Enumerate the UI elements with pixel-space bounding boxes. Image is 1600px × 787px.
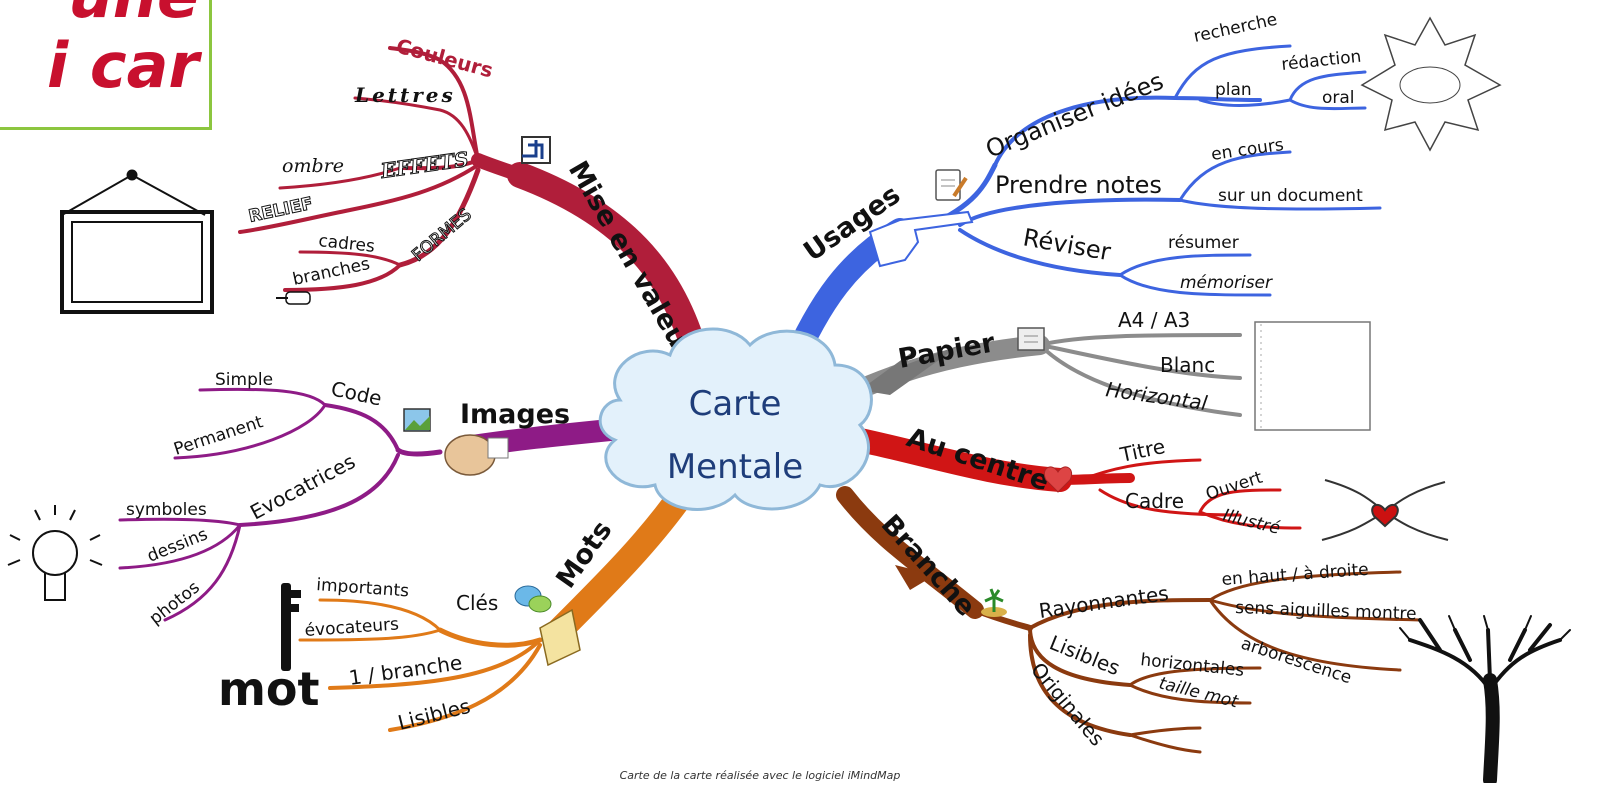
label-blanc: Blanc [1160,353,1215,377]
branch-label-branche: Branche [875,509,982,623]
label-plan: plan [1215,80,1252,100]
label-horizontal: Horizontal [1104,377,1209,415]
label-illustre: Illustré [1221,505,1282,538]
label-recherche: recherche [1192,10,1279,47]
document-icon [1017,327,1045,351]
label-arborescence: arborescence [1238,634,1353,689]
label-evocatrices: Evocatrices [246,449,359,524]
label-oral: oral [1322,88,1355,108]
branch-mots [298,477,698,732]
label-evocateurs: évocateurs [304,614,400,641]
title-line-1: une [69,0,199,27]
mot-word: mot [218,662,320,716]
title-line-2: i car [46,29,199,102]
picture-frame-icon [60,169,214,314]
star-question-icon [1360,16,1502,152]
label-en-cours: en cours [1210,135,1285,165]
label-prendre-notes: Prendre notes [995,171,1162,199]
label-relief: RELIEF [247,194,315,227]
branch-label-mise-en-valeur: Mise en valeur [562,156,701,365]
key-icon [281,583,301,671]
branch-label-images: Images [460,399,570,430]
crop-icon [521,136,551,164]
label-lisibles-mots: Lisibles [395,694,472,735]
pointing-hand-icon [868,210,974,268]
label-sur-un-document: sur un document [1218,186,1363,206]
label-cles: Clés [456,591,498,615]
central-cloud: Carte Mentale [598,327,873,511]
pointing-hand-icon [276,291,311,305]
label-a4-a3: A4 / A3 [1118,308,1190,332]
label-en-haut-a-droite: en haut / à droite [1221,560,1369,590]
label-couleurs: Couleurs [394,34,496,83]
branch-images [118,387,621,622]
island-icon [981,588,1007,617]
label-symboles: symboles [126,500,207,520]
label-resumer: résumer [1168,233,1239,253]
label-formes: FORMES [408,205,475,266]
title-box: une i car [0,0,212,130]
label-lettres: Lettres [354,83,456,107]
label-redaction: rédaction [1280,47,1362,75]
speech-bubbles-icon [514,585,552,613]
label-reviser: Réviser [1021,223,1113,266]
papier-arrow [860,345,960,395]
credit-text: Carte de la carte réalisée avec le logic… [620,769,901,782]
label-cadre: Cadre [1125,489,1184,513]
label-ouvert: Ouvert [1203,468,1265,505]
label-sens-aiguilles-montre: sens aiguilles montre [1235,598,1417,624]
picture-icon [403,408,431,432]
brush-hand-icon [444,434,509,476]
label-ombre: ombre [282,155,344,177]
label-organiser-idees: Organiser idées [982,67,1168,164]
center-title-line2: Mentale [667,447,803,487]
notepad-icon [935,169,968,201]
heart-icon [1044,466,1072,493]
label-rayonnantes: Rayonnantes [1037,581,1170,623]
label-memoriser: mémoriser [1180,273,1273,293]
label-importants: importants [316,575,410,601]
label-simple: Simple [215,370,273,390]
center-title-line1: Carte [689,384,782,424]
heart-mini-map-icon [1321,479,1449,541]
bare-tree-icon [1399,615,1571,787]
branch-branche [836,486,1422,754]
light-bulb-icon [7,505,103,601]
blank-paper-sheet [1254,321,1371,431]
pencil-tip [539,608,581,667]
branche-arrow [895,565,935,590]
